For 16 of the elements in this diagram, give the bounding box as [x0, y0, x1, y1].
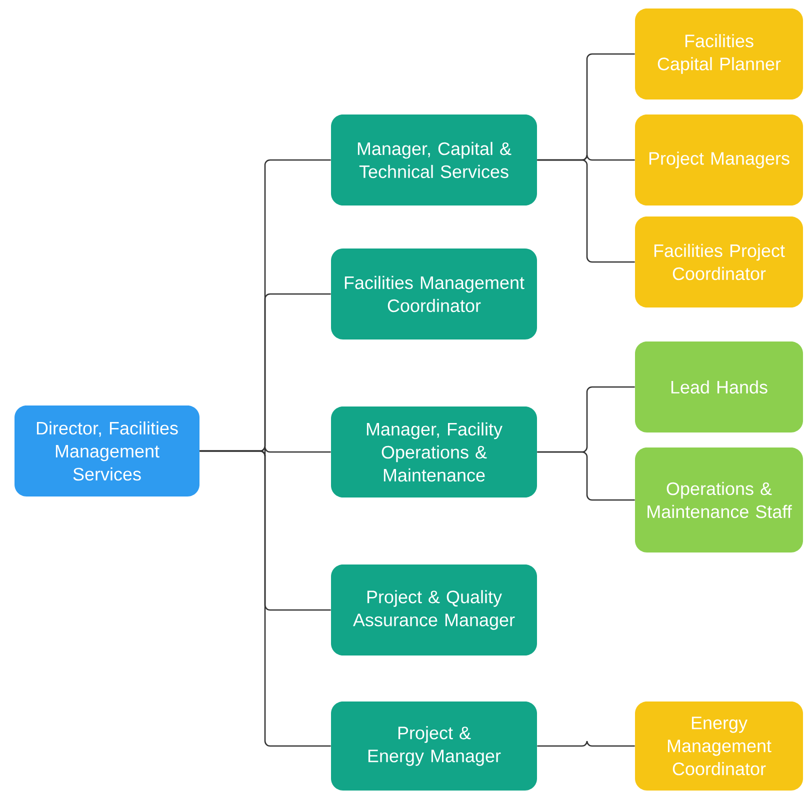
role-box: Lead Hands [635, 342, 803, 432]
role-box: Energy Management Coordinator [635, 702, 803, 790]
role-box: Manager, Capital & Technical Services [331, 114, 537, 206]
connector-line [200, 450, 331, 747]
role-box: Project & Energy Manager [331, 702, 537, 790]
role-box: Manager, Facility Operations & Maintenance [331, 406, 537, 498]
role-box: Facilities Project Coordinator [635, 216, 803, 308]
role-box: Facilities Capital Planner [635, 8, 803, 100]
director-box: Director, Facilities Management Services [14, 406, 200, 496]
role-box: Project & Quality Assurance Manager [331, 564, 537, 656]
role-box: Facilities Management Coordinator [331, 248, 537, 340]
role-box: Project Managers [635, 114, 803, 206]
connector-line [537, 740, 635, 747]
connector-line [537, 159, 635, 263]
connector-line [537, 451, 635, 501]
role-box: Operations & Maintenance Staff [635, 448, 803, 552]
